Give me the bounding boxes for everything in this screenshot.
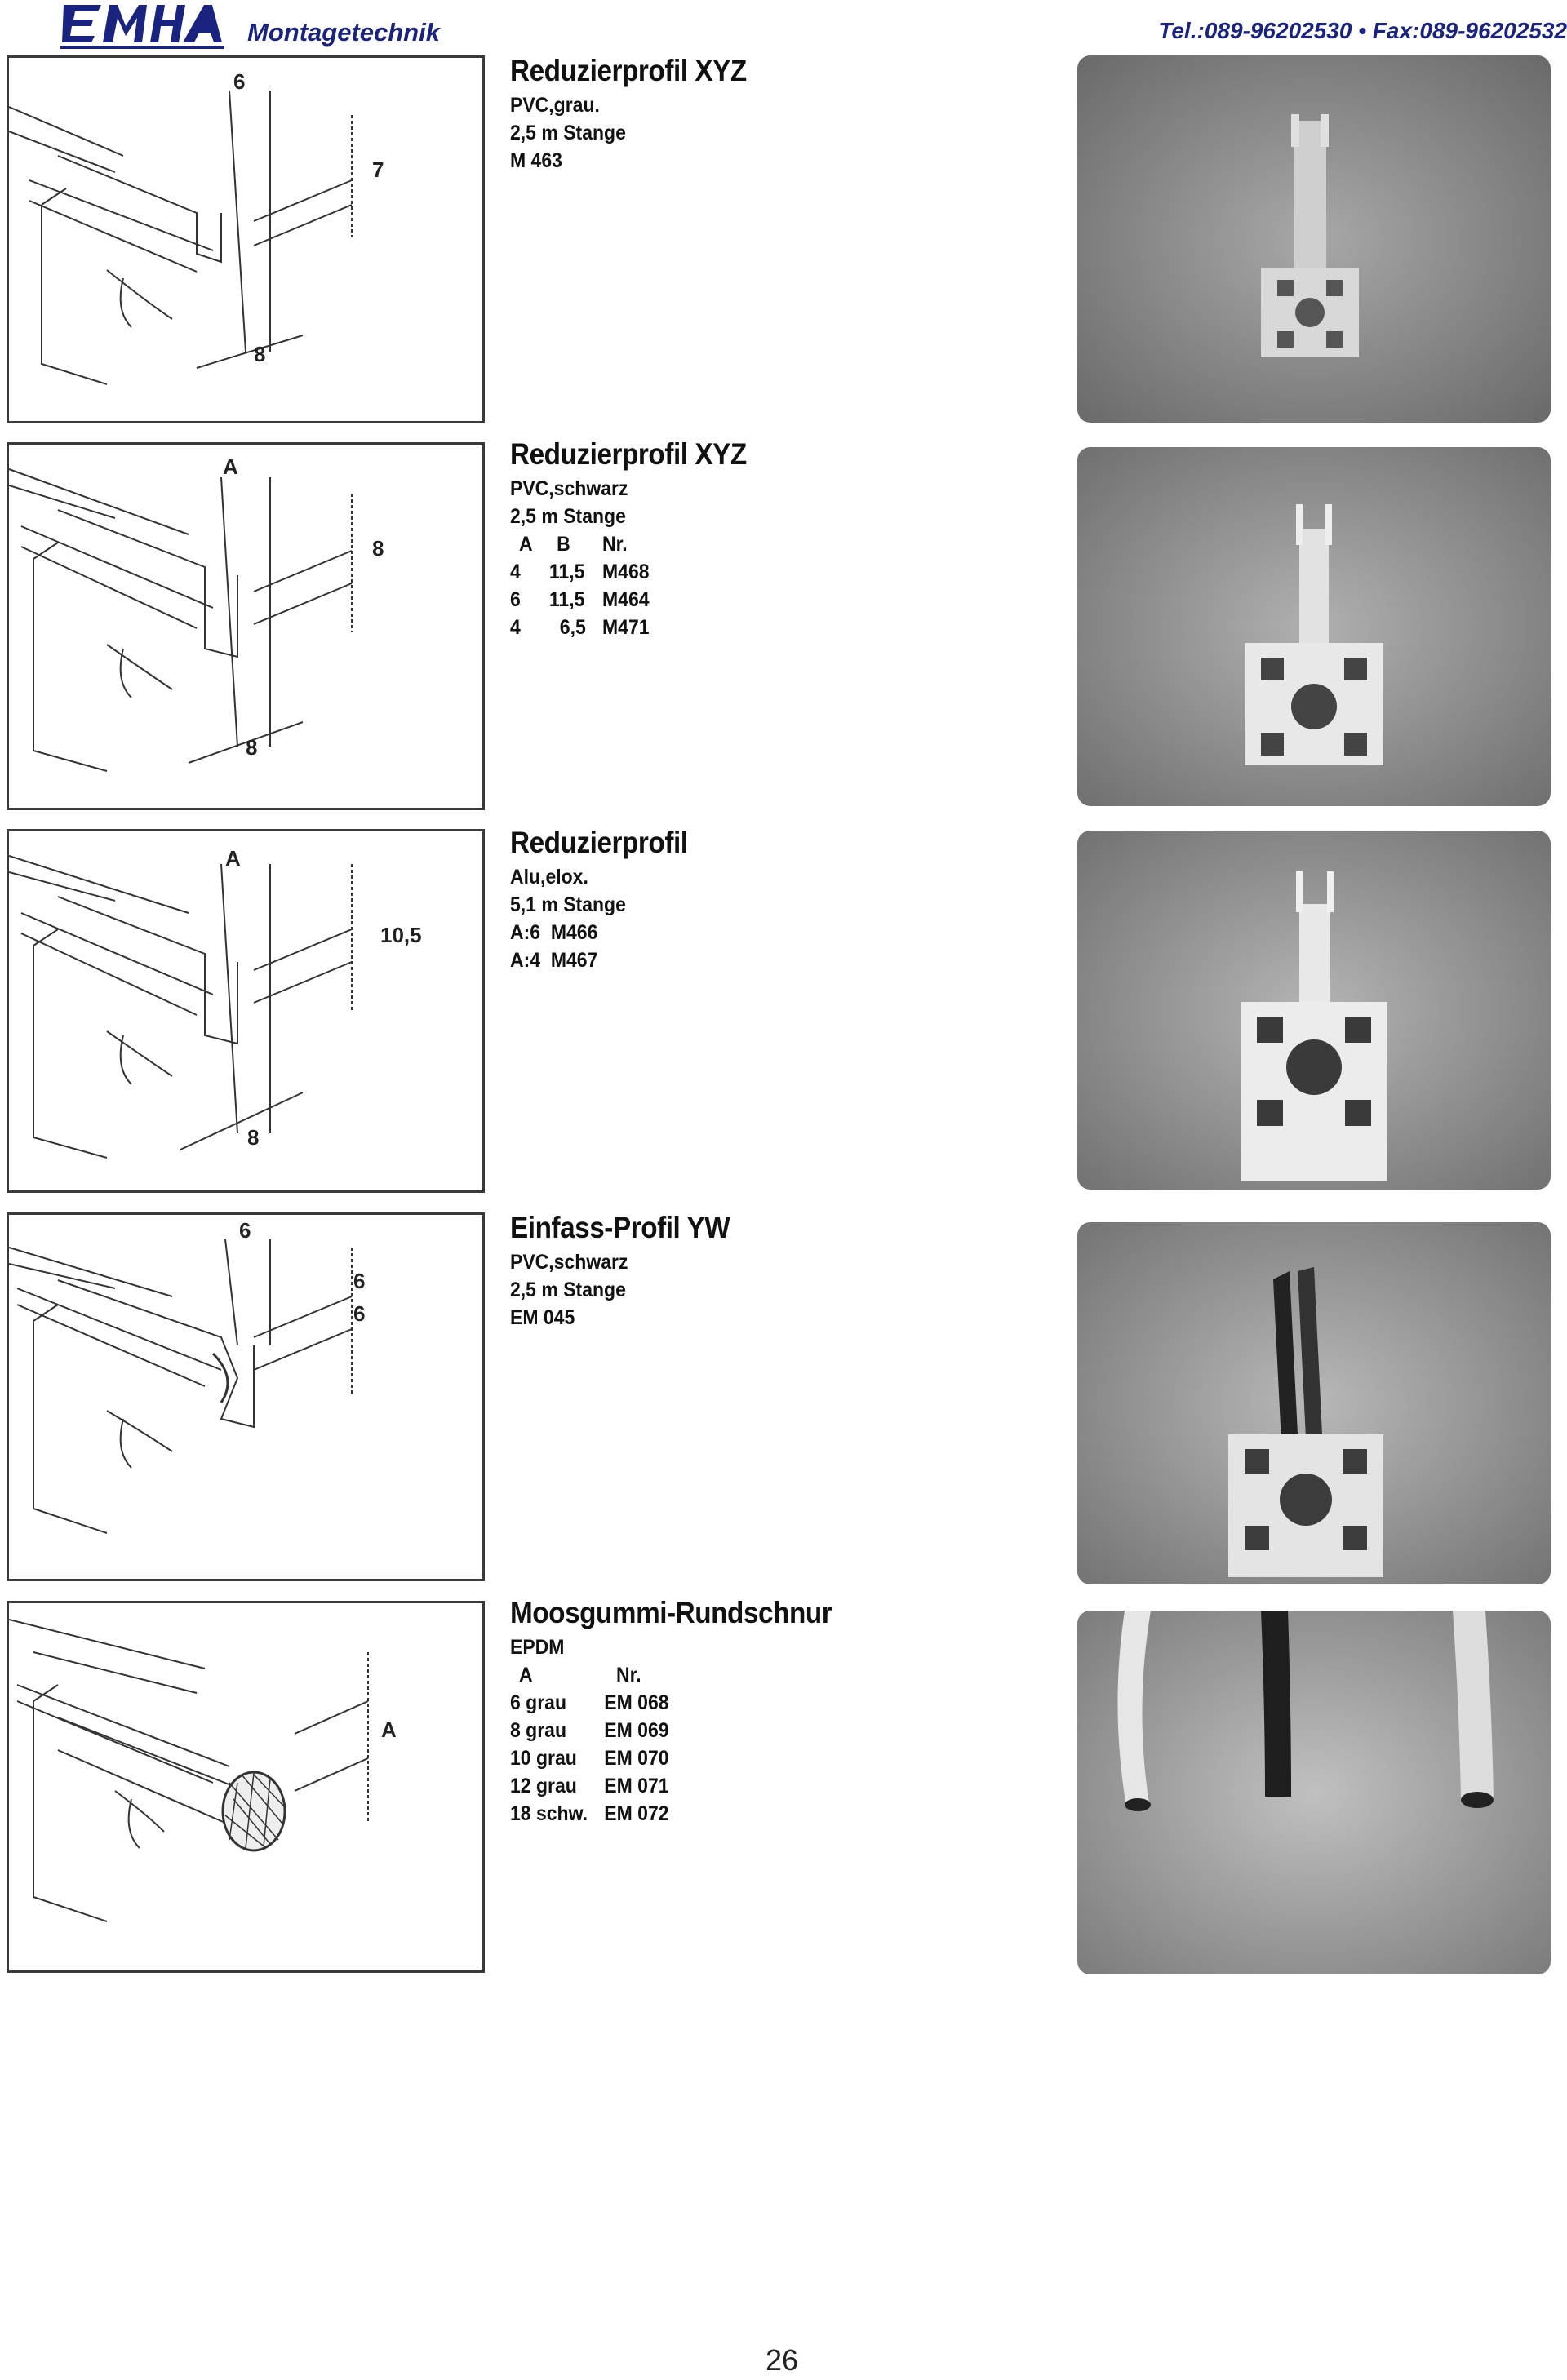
table-cell: 11,5 bbox=[548, 588, 585, 611]
table-cell: 8 grau bbox=[510, 1719, 567, 1742]
product-drawing-2: A 8 8 bbox=[7, 442, 485, 810]
product-line: A:6 M466 bbox=[510, 921, 598, 944]
table-header: Nr. bbox=[615, 1664, 641, 1686]
table-header-row: A Nr. bbox=[510, 1661, 686, 1689]
dimension-label: 10,5 bbox=[380, 923, 422, 947]
dimension-label: 7 bbox=[372, 157, 384, 182]
product-info-1: Reduzierprofil XYZ PVC,grau. 2,5 m Stang… bbox=[510, 54, 773, 175]
table-row: 12 grau EM 071 bbox=[510, 1772, 686, 1800]
product-title: Reduzierprofil XYZ bbox=[510, 437, 747, 471]
product-title: Reduzierprofil XYZ bbox=[510, 54, 747, 87]
table-cell: 4 bbox=[510, 616, 521, 639]
product-line: 2,5 m Stange bbox=[510, 122, 626, 144]
variant-table: A B Nr. 4 11,5 M468 6 11,5 M464 4 6,5 M4… bbox=[510, 530, 666, 641]
table-cell: 12 grau bbox=[510, 1775, 577, 1797]
emha-logo bbox=[60, 0, 224, 51]
table-row: 6 grau EM 068 bbox=[510, 1689, 686, 1717]
dimension-label: 6 bbox=[233, 69, 246, 94]
dimension-label: 8 bbox=[247, 1125, 260, 1150]
table-cell: EM 070 bbox=[604, 1747, 669, 1770]
product-line: 5,1 m Stange bbox=[510, 893, 626, 916]
table-cell: EM 069 bbox=[604, 1719, 669, 1742]
table-cell: M471 bbox=[602, 616, 650, 639]
product-line: PVC,schwarz bbox=[510, 1251, 628, 1274]
product-info-2: Reduzierprofil XYZ PVC,schwarz 2,5 m Sta… bbox=[510, 437, 773, 641]
dimension-label: A bbox=[223, 454, 238, 479]
dimension-label: 6 bbox=[353, 1269, 366, 1293]
product-line: 2,5 m Stange bbox=[510, 505, 626, 528]
table-cell: 10 grau bbox=[510, 1747, 577, 1770]
dimension-label: A bbox=[225, 846, 241, 871]
table-cell: 6,5 bbox=[559, 616, 586, 639]
dimension-label: 6 bbox=[353, 1301, 366, 1326]
company-subtitle: Montagetechnik bbox=[247, 18, 440, 47]
dimension-label: 6 bbox=[239, 1218, 251, 1243]
product-drawing-3: A 10,5 8 bbox=[7, 829, 485, 1193]
product-info-4: Einfass-Profil YW PVC,schwarz 2,5 m Stan… bbox=[510, 1211, 754, 1332]
product-photo-5 bbox=[1077, 1611, 1551, 1974]
product-line: PVC,schwarz bbox=[510, 477, 628, 500]
table-row: 6 11,5 M464 bbox=[510, 586, 666, 614]
product-photo-2 bbox=[1077, 447, 1551, 806]
product-photo-1 bbox=[1077, 55, 1551, 423]
dimension-label: 8 bbox=[246, 735, 258, 760]
dimension-label: 8 bbox=[372, 536, 384, 561]
table-cell: 6 bbox=[510, 588, 521, 611]
product-title: Reduzierprofil bbox=[510, 826, 688, 859]
product-photo-3 bbox=[1077, 831, 1551, 1190]
product-title: Einfass-Profil YW bbox=[510, 1211, 730, 1244]
table-cell: M464 bbox=[602, 588, 650, 611]
table-row: 8 grau EM 069 bbox=[510, 1717, 686, 1744]
table-cell: 6 grau bbox=[510, 1691, 567, 1714]
product-line: PVC,grau. bbox=[510, 94, 600, 117]
table-cell: EM 072 bbox=[604, 1802, 669, 1825]
table-header: B bbox=[557, 533, 570, 556]
table-cell: 18 schw. bbox=[510, 1802, 588, 1825]
product-info-5: Moosgummi-Rundschnur EPDM A Nr. 6 grau E… bbox=[510, 1596, 868, 1828]
table-header: A bbox=[519, 1664, 533, 1686]
table-cell: EM 071 bbox=[604, 1775, 669, 1797]
table-cell: 4 bbox=[510, 561, 521, 583]
table-row: 10 grau EM 070 bbox=[510, 1744, 686, 1772]
contact-info: Tel.:089-96202530 • Fax:089-96202532 bbox=[1158, 18, 1567, 43]
table-row: 4 6,5 M471 bbox=[510, 614, 666, 641]
product-drawing-4: 6 6 6 bbox=[7, 1212, 485, 1581]
product-photo-4 bbox=[1077, 1222, 1551, 1584]
table-header: Nr. bbox=[602, 533, 628, 556]
table-row: 18 schw. EM 072 bbox=[510, 1800, 686, 1828]
product-info-3: Reduzierprofil Alu,elox. 5,1 m Stange A:… bbox=[510, 826, 708, 974]
table-cell: EM 068 bbox=[604, 1691, 669, 1714]
page-number: 26 bbox=[766, 2343, 799, 2377]
product-line: EPDM bbox=[510, 1636, 565, 1659]
product-line: A:4 M467 bbox=[510, 949, 598, 972]
table-cell: 11,5 bbox=[548, 561, 585, 583]
product-line: Alu,elox. bbox=[510, 866, 588, 889]
product-drawing-5: A bbox=[7, 1601, 485, 1973]
product-title: Moosgummi-Rundschnur bbox=[510, 1596, 832, 1629]
dimension-label: 8 bbox=[254, 342, 266, 366]
table-header-row: A B Nr. bbox=[510, 530, 666, 558]
dimension-label: A bbox=[381, 1717, 397, 1742]
variant-table: A Nr. 6 grau EM 068 8 grau EM 069 10 gra… bbox=[510, 1661, 686, 1828]
product-line: 2,5 m Stange bbox=[510, 1279, 626, 1301]
product-drawing-1: 6 7 8 bbox=[7, 55, 485, 423]
product-line: EM 045 bbox=[510, 1306, 575, 1329]
table-cell: M468 bbox=[602, 561, 650, 583]
product-line: M 463 bbox=[510, 149, 562, 172]
table-header: A bbox=[519, 533, 533, 556]
table-row: 4 11,5 M468 bbox=[510, 558, 666, 586]
